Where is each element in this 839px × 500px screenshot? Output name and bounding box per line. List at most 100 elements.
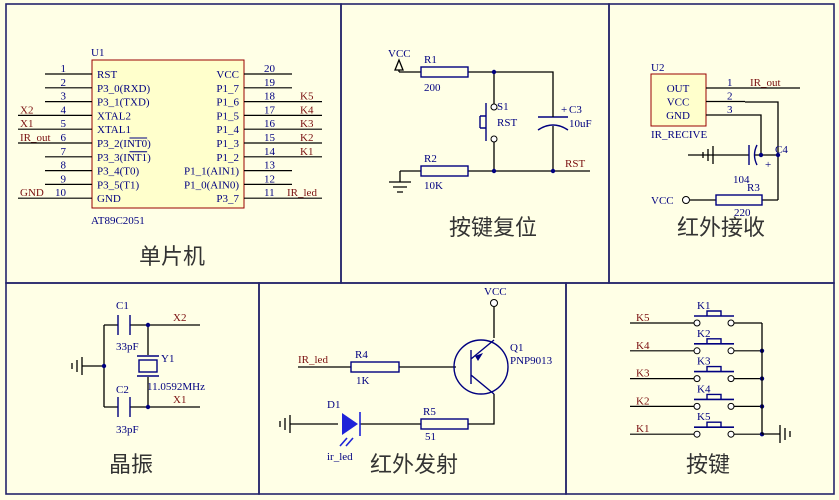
- ir-receiver-vcc: VCC: [651, 195, 674, 207]
- c1-ref: C1: [116, 300, 129, 312]
- ir-transmit-vcc-port: [490, 299, 498, 307]
- key-actuator-cap: [706, 393, 722, 400]
- reset-junction-cap: [550, 168, 556, 174]
- ir-receiver-vcc-port: [682, 196, 690, 204]
- mcu-right-pin-net: K5: [300, 91, 314, 103]
- reset-title: 按键复位: [449, 216, 537, 241]
- c1-capacitor: [117, 315, 131, 335]
- mcu-right-pin-name: P1_6: [216, 97, 239, 109]
- s1-actuator: [479, 103, 487, 141]
- mcu-left-pin-number: 3: [61, 91, 67, 103]
- mcu-left-pin-name: P3_5(T1): [97, 179, 140, 191]
- mcu-right-pin-number: 16: [264, 118, 276, 130]
- reset-section: VCC R1 200 S1 RST + C3 10uF R2 10K RST 按…: [388, 48, 592, 241]
- q1-transistor-body: [453, 339, 509, 395]
- ir-receiver-ref: U2: [651, 62, 664, 74]
- c1-value: 33pF: [116, 341, 139, 353]
- mcu-left-pin-number: 8: [61, 160, 67, 172]
- reset-net-rst: RST: [565, 158, 585, 170]
- key-ref: K1: [697, 300, 710, 312]
- mcu-left-pin-net: IR_out: [20, 132, 51, 144]
- c3-ref: C3: [569, 104, 582, 116]
- r4-ref: R4: [355, 349, 368, 361]
- mcu-right-pin-number: 15: [264, 132, 276, 144]
- key-net-label: K3: [636, 368, 650, 380]
- ir-transmit-wires: [290, 307, 495, 425]
- s1-ref: S1: [497, 101, 509, 113]
- key-net-label: K2: [636, 395, 649, 407]
- reset-junction-bottom: [491, 168, 497, 174]
- crystal-net-x2: X2: [173, 312, 186, 324]
- r2-ref: R2: [424, 153, 437, 165]
- y1-value: 11.0592MHz: [147, 381, 205, 393]
- ir-receiver-pin-number: 1: [727, 77, 733, 89]
- ir-receiver-pin-name: GND: [666, 110, 690, 122]
- key-contact-right: [727, 347, 735, 355]
- crystal-junction-gnd: [101, 363, 107, 369]
- mcu-left-pin-net: X1: [20, 118, 33, 130]
- r3-resistor: [715, 194, 763, 206]
- mcu-left-pin-name: GND: [97, 193, 121, 205]
- mcu-right-pin-number: 14: [264, 146, 276, 158]
- c3-plus: +: [561, 104, 567, 116]
- ir-transmit-ground-symbol: [279, 415, 291, 433]
- ir-receiver-part: IR_RECIVE: [651, 129, 708, 141]
- crystal-section: C1 33pF C2 33pF Y1 11.0592MHz X2 X1 晶振: [71, 300, 205, 478]
- r2-resistor: [420, 165, 469, 177]
- ir-receiver-net-out: IR_out: [750, 77, 781, 89]
- ir-receiver-junction-2: [775, 152, 781, 158]
- d1-value: ir_led: [327, 451, 353, 463]
- mcu-right-pin-name: P1_5: [216, 110, 239, 122]
- mcu-title: 单片机: [139, 245, 205, 270]
- mcu-right-pin-number: 19: [264, 77, 276, 89]
- ir-receiver-junction: [758, 152, 764, 158]
- ir-transmit-net-in: IR_led: [298, 354, 328, 366]
- c4-plate-right: [753, 144, 758, 166]
- keys-title: 按键: [686, 453, 730, 478]
- q1-emitter-arrow: [475, 353, 483, 361]
- ir-receiver-ground-symbol: [702, 146, 714, 164]
- mcu-right-pin-name: P1_1(AIN1): [184, 166, 239, 178]
- c4-value: 104: [733, 174, 750, 186]
- section-frames: [5, 3, 835, 495]
- c2-value: 33pF: [116, 424, 139, 436]
- s1-contact-bottom: [490, 135, 498, 143]
- ir-transmit-vcc: VCC: [484, 286, 507, 298]
- ir-transmit-section: VCC IR_led R4 1K Q1 PNP9013 D1 ir_led R5…: [279, 286, 553, 478]
- mcu-right-pin-name: P1_7: [216, 83, 239, 95]
- key-actuator-cap: [706, 338, 722, 344]
- key-contact-right: [727, 430, 735, 438]
- mcu-left-pin-number: 7: [61, 146, 67, 158]
- mcu-left-pin-number: 1: [61, 63, 67, 75]
- mcu-left-pin-name: P3_4(T0): [97, 166, 140, 178]
- mcu-left-pin-net: GND: [20, 187, 44, 199]
- keys-frame: [565, 282, 835, 495]
- crystal-net-x1: X1: [173, 394, 186, 406]
- c3-plate-bottom: [537, 124, 569, 131]
- key-contact-left: [693, 319, 701, 327]
- key-ref: K5: [697, 411, 711, 423]
- ir-receiver-body: [650, 73, 707, 127]
- r5-ref: R5: [423, 406, 436, 418]
- crystal-junction-top: [145, 322, 151, 328]
- r3-value: 220: [734, 207, 751, 219]
- r1-resistor: [420, 66, 469, 78]
- mcu-right-pin-name: P1_4: [216, 124, 239, 136]
- key-net-label: K4: [636, 340, 650, 352]
- mcu-right-pin-net: K1: [300, 146, 313, 158]
- mcu-right-pin-number: 12: [264, 173, 275, 185]
- r1-ref: R1: [424, 54, 437, 66]
- mcu-left-pin-name: XTAL1: [97, 124, 131, 136]
- mcu-right-pin-name: P1_0(AIN0): [184, 179, 239, 191]
- mcu-left-pin-number: 6: [61, 132, 67, 144]
- r1-value: 200: [424, 82, 441, 94]
- mcu-right-pin-net: K4: [300, 104, 314, 116]
- reset-top-wire: [399, 71, 554, 104]
- mcu-left-pin-number: 10: [55, 187, 67, 199]
- mcu-left-pin-number: 4: [61, 104, 67, 116]
